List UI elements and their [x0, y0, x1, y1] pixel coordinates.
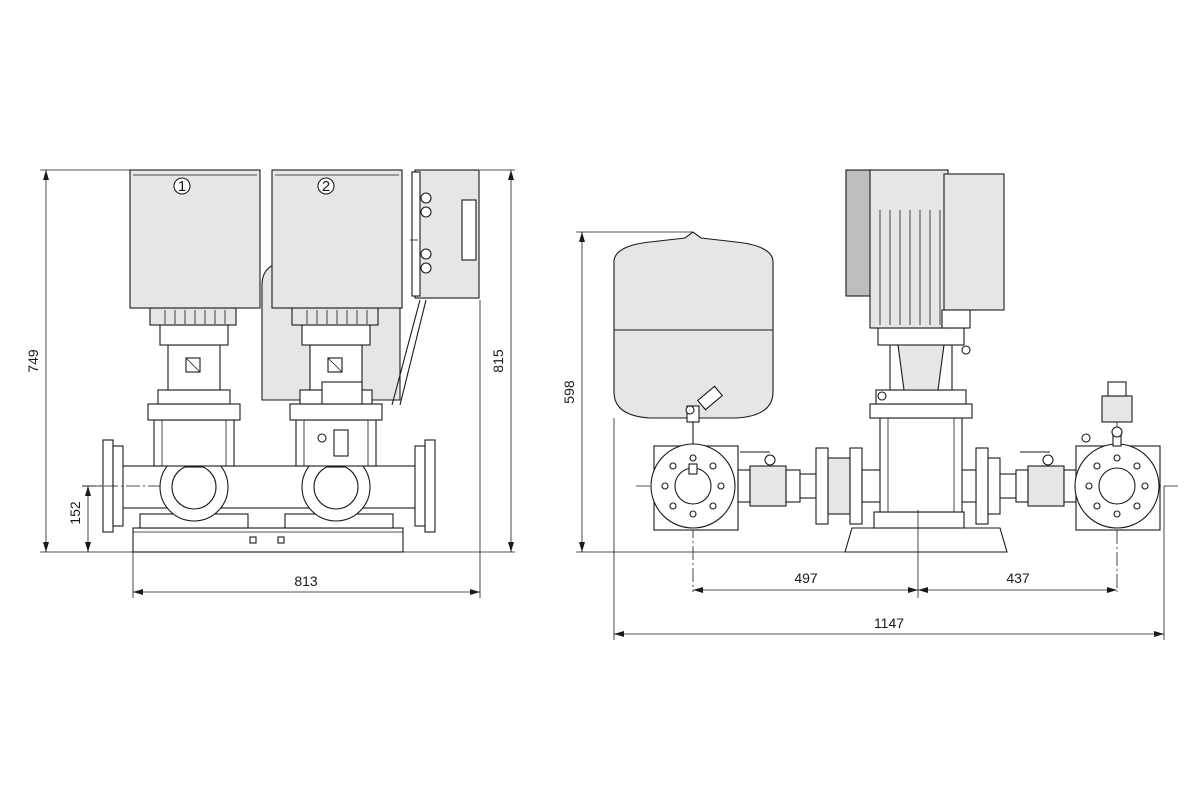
inlet-flange [650, 443, 739, 531]
dimension-815-label: 815 [490, 349, 506, 373]
dimension-598-label: 598 [561, 380, 577, 404]
base-frame [132, 513, 404, 553]
pump-label-1: 1 [178, 178, 186, 195]
pump-body [861, 327, 977, 513]
control-box [391, 169, 480, 406]
diaphragm-tank [613, 231, 774, 446]
dimension-598: 598 [561, 231, 845, 553]
dimension-749-label: 749 [25, 349, 41, 373]
outlet-ball-valve [999, 451, 1077, 507]
motor-1: 1 [129, 169, 261, 309]
dimension-497: 497 [693, 570, 918, 593]
dimension-497-label: 497 [794, 570, 818, 586]
pump-flanges [815, 447, 1001, 525]
dimension-813: 813 [132, 300, 481, 598]
front-view: 1 2 749 [25, 169, 515, 598]
dimension-437-label: 437 [1006, 570, 1030, 586]
dimension-152-label: 152 [67, 501, 83, 525]
pump-2-column [289, 307, 383, 467]
dimension-749: 749 [25, 169, 133, 553]
dimension-1147-label: 1147 [874, 615, 904, 631]
side-motor [845, 169, 1005, 329]
side-view: 598 497 437 1147 [561, 169, 1180, 640]
motor-2: 2 [271, 169, 403, 309]
dimension-815: 815 [403, 169, 515, 553]
pump-1-column [147, 307, 241, 467]
pump-base [844, 511, 1008, 553]
inlet-ball-valve [737, 451, 801, 507]
dimension-813-label: 813 [294, 573, 318, 589]
dimension-1147: 1147 [613, 418, 1165, 640]
dimension-437: 437 [918, 570, 1117, 593]
outlet-flange [1074, 381, 1161, 531]
dimension-152: 152 [67, 485, 103, 552]
pump-label-2: 2 [322, 178, 330, 195]
